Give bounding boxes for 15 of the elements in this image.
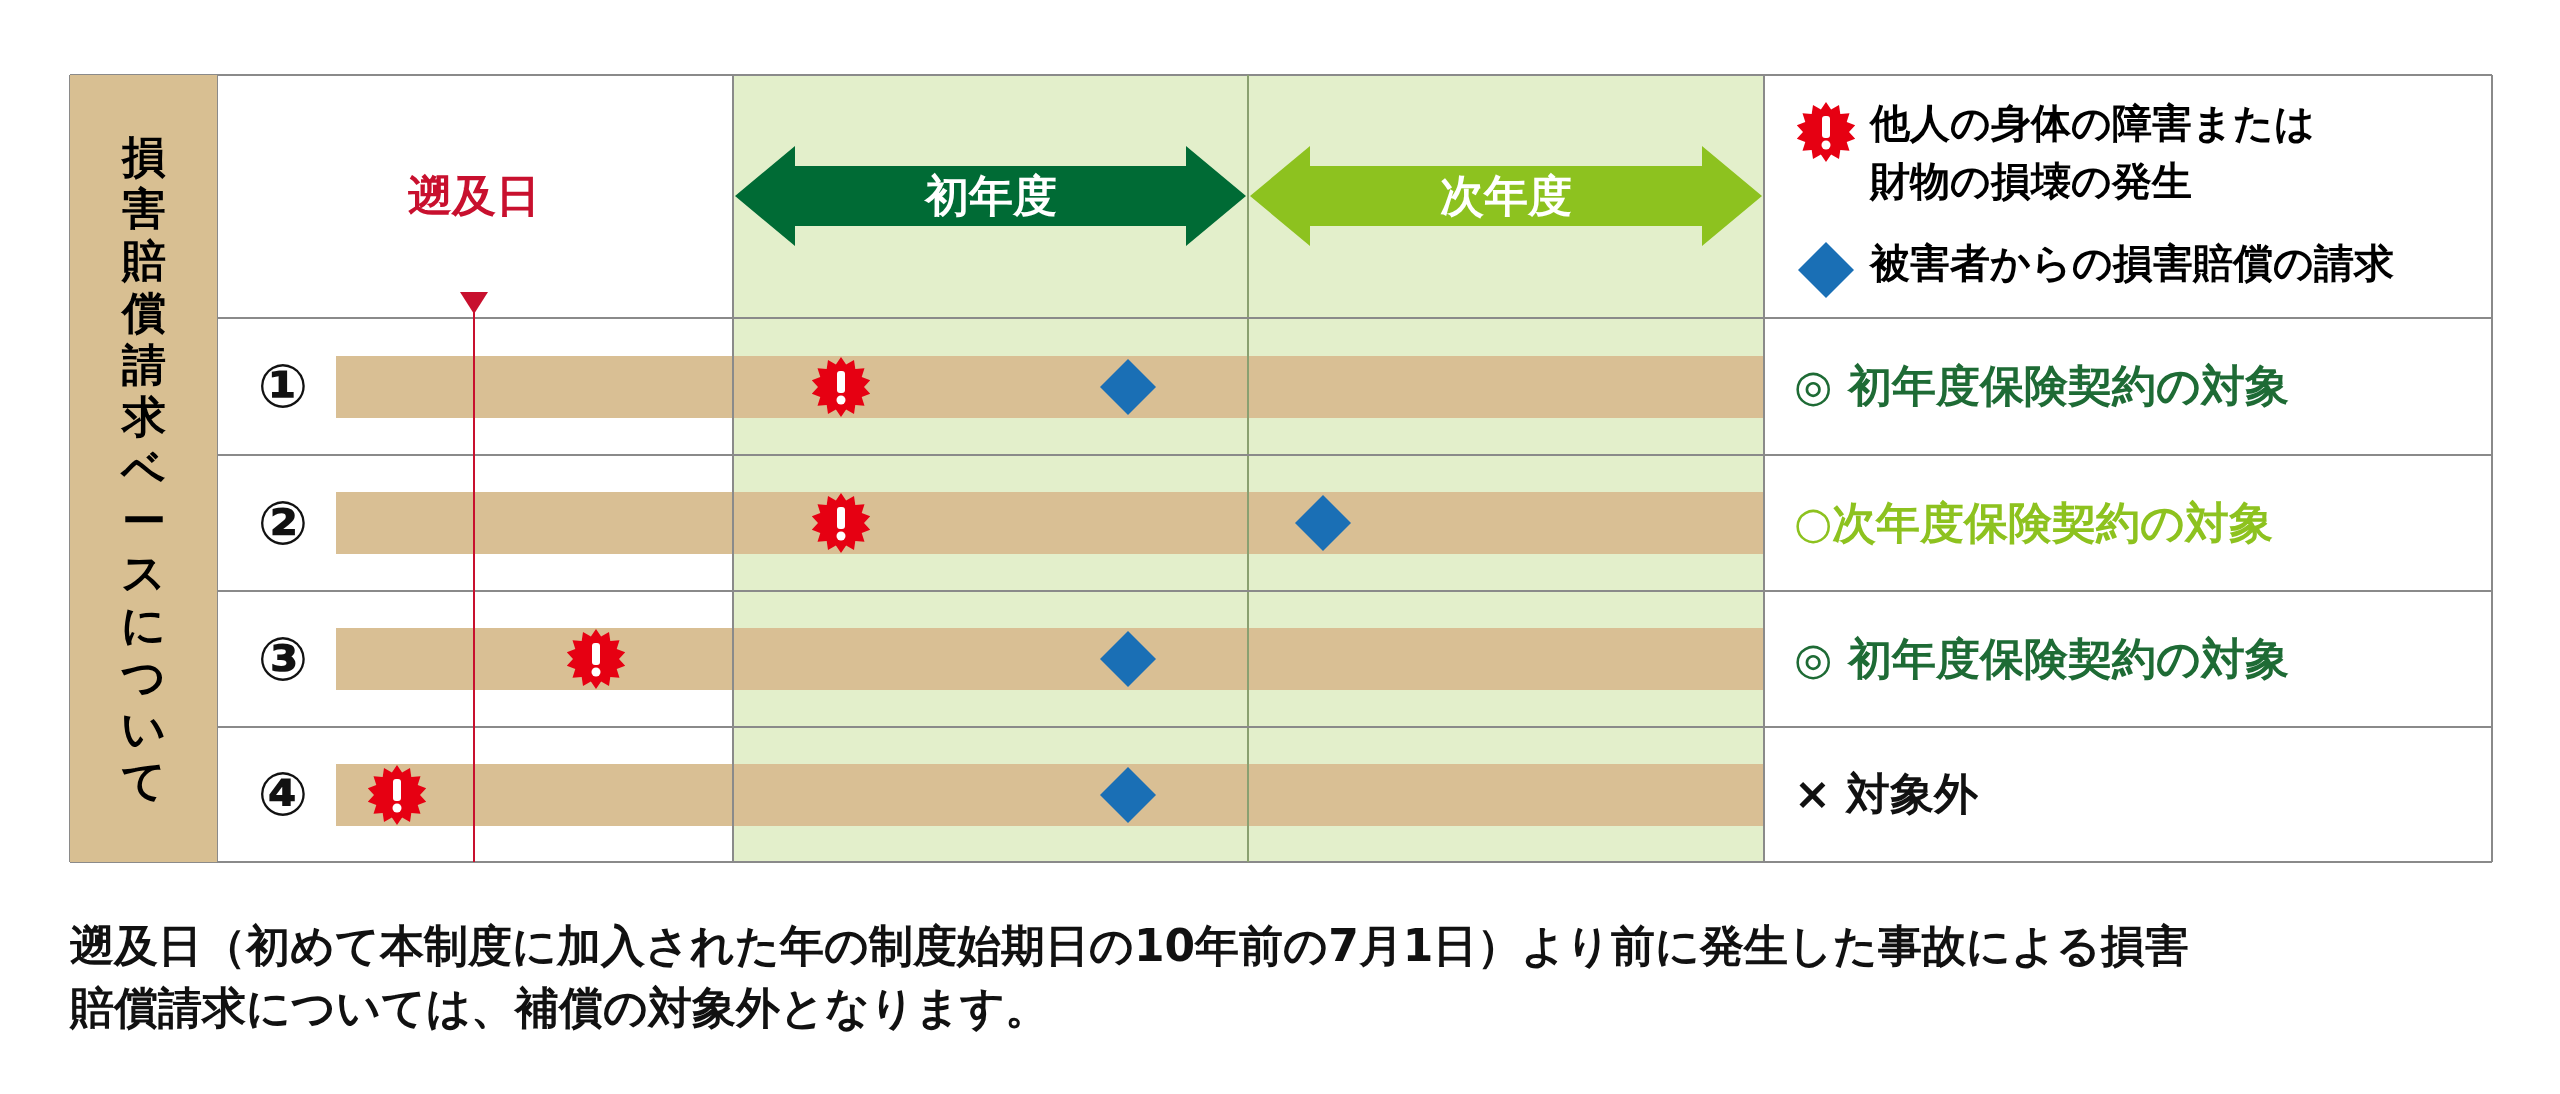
result-text: ◎ 初年度保険契約の対象: [1794, 364, 2289, 408]
date-label: 遡及日: [408, 174, 540, 218]
row-number: ③: [257, 629, 309, 689]
arrow-label: 次年度: [1440, 168, 1572, 223]
row-number: ①: [257, 356, 309, 416]
caption: 遡及日（初めて本制度に加入された年の制度始期日の10年前の7月1日）より前に発生した事故による損害賠償請求については、補償の対象外となります。: [70, 919, 2191, 1035]
legend-text: 被害者からの損害賠償の請求: [1870, 239, 2395, 288]
result-text: ○次年度保険契約の対象: [1794, 501, 2274, 545]
result-text: ◎ 初年度保険契約の対象: [1794, 637, 2289, 681]
legend-text: 他人の身体の障害または財物の損壊の発生: [1870, 99, 2316, 206]
header-text: 損害賠償請求ベースについて: [120, 130, 167, 807]
arrow-label: 初年度: [924, 168, 1057, 223]
row-number: ④: [257, 764, 309, 824]
row-number: ②: [257, 493, 309, 553]
result-text: × 対象外: [1794, 772, 1979, 816]
